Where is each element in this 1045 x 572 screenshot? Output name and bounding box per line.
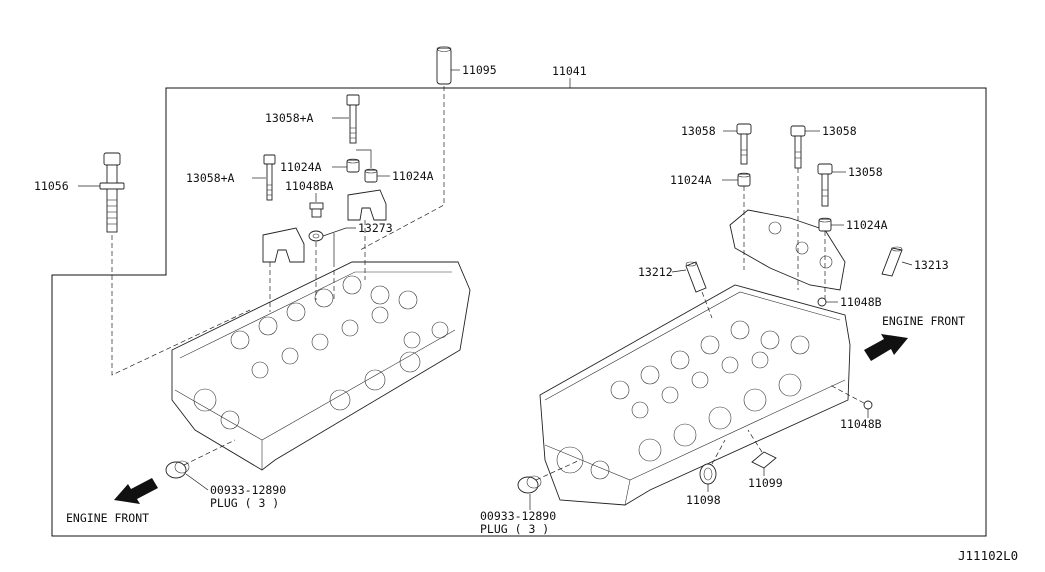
label-plug-right-text: PLUG ( 3 ) [480,522,549,536]
right-plug [517,475,542,494]
bolt-13058a-left [263,154,276,201]
cam-bracket-cap-1 [262,227,305,263]
label-11099: 11099 [748,476,783,490]
washer-11024a-left-2 [364,168,378,183]
gasket-11099 [751,451,777,469]
label-11024a-right-1: 11024A [670,173,712,187]
right-cylinder-head [539,284,851,506]
bolt-13058a-top [346,94,360,144]
bolt-13058-right-2 [790,125,806,169]
bolt-11056 [99,152,125,233]
sleeve-13212 [685,261,707,293]
label-13058-right-3: 13058 [848,165,883,179]
bolt-13058-right-3 [817,163,833,207]
engine-front-arrow-left [114,478,158,504]
plug-11048ba [309,202,324,218]
label-13058a-left: 13058+A [186,171,235,185]
sleeve-13213 [881,246,903,277]
washer-11024a-left-1 [346,158,360,173]
diagram-id: J11102L0 [958,548,1018,563]
label-13058-right-2: 13058 [822,124,857,138]
cam-bracket-cap-2 [347,189,387,221]
label-13213: 13213 [914,258,949,272]
label-11048b-2: 11048B [840,417,882,431]
label-11095: 11095 [462,63,497,77]
seal-13273 [308,230,324,242]
label-engine-front-left: ENGINE FRONT [66,511,149,525]
label-engine-front-right: ENGINE FRONT [882,314,965,328]
label-13212: 13212 [638,265,673,279]
left-plug [165,460,190,479]
washer-11024a-right-2 [818,217,832,232]
plug-11048b-1 [817,297,827,307]
washer-11024a-right-1 [737,172,751,187]
label-13058a-top: 13058+A [265,111,314,125]
label-11024a-left-2: 11024A [392,169,434,183]
engine-front-arrow-right [864,334,908,361]
left-cylinder-head [171,261,471,471]
label-11048ba: 11048BA [285,179,334,193]
label-plug-right-number: 00933-12890 [480,509,556,523]
label-11024a-right-2: 11024A [846,218,888,232]
label-11056: 11056 [34,179,69,193]
seal-11098 [699,463,717,485]
label-13273: 13273 [358,221,393,235]
label-plug-left-text: PLUG ( 3 ) [210,496,279,510]
bolt-13058-right-1 [736,123,752,165]
assembly-frame [51,87,987,537]
label-11048b-1: 11048B [840,295,882,309]
label-11041: 11041 [552,64,587,78]
label-11024a-left-1: 11024A [280,160,322,174]
label-plug-left-number: 00933-12890 [210,483,286,497]
front-cam-bracket [729,209,846,291]
plug-11048b-2 [863,400,873,410]
label-13058-right-1: 13058 [681,124,716,138]
label-11098: 11098 [686,493,721,507]
dowel-11095 [436,46,452,85]
